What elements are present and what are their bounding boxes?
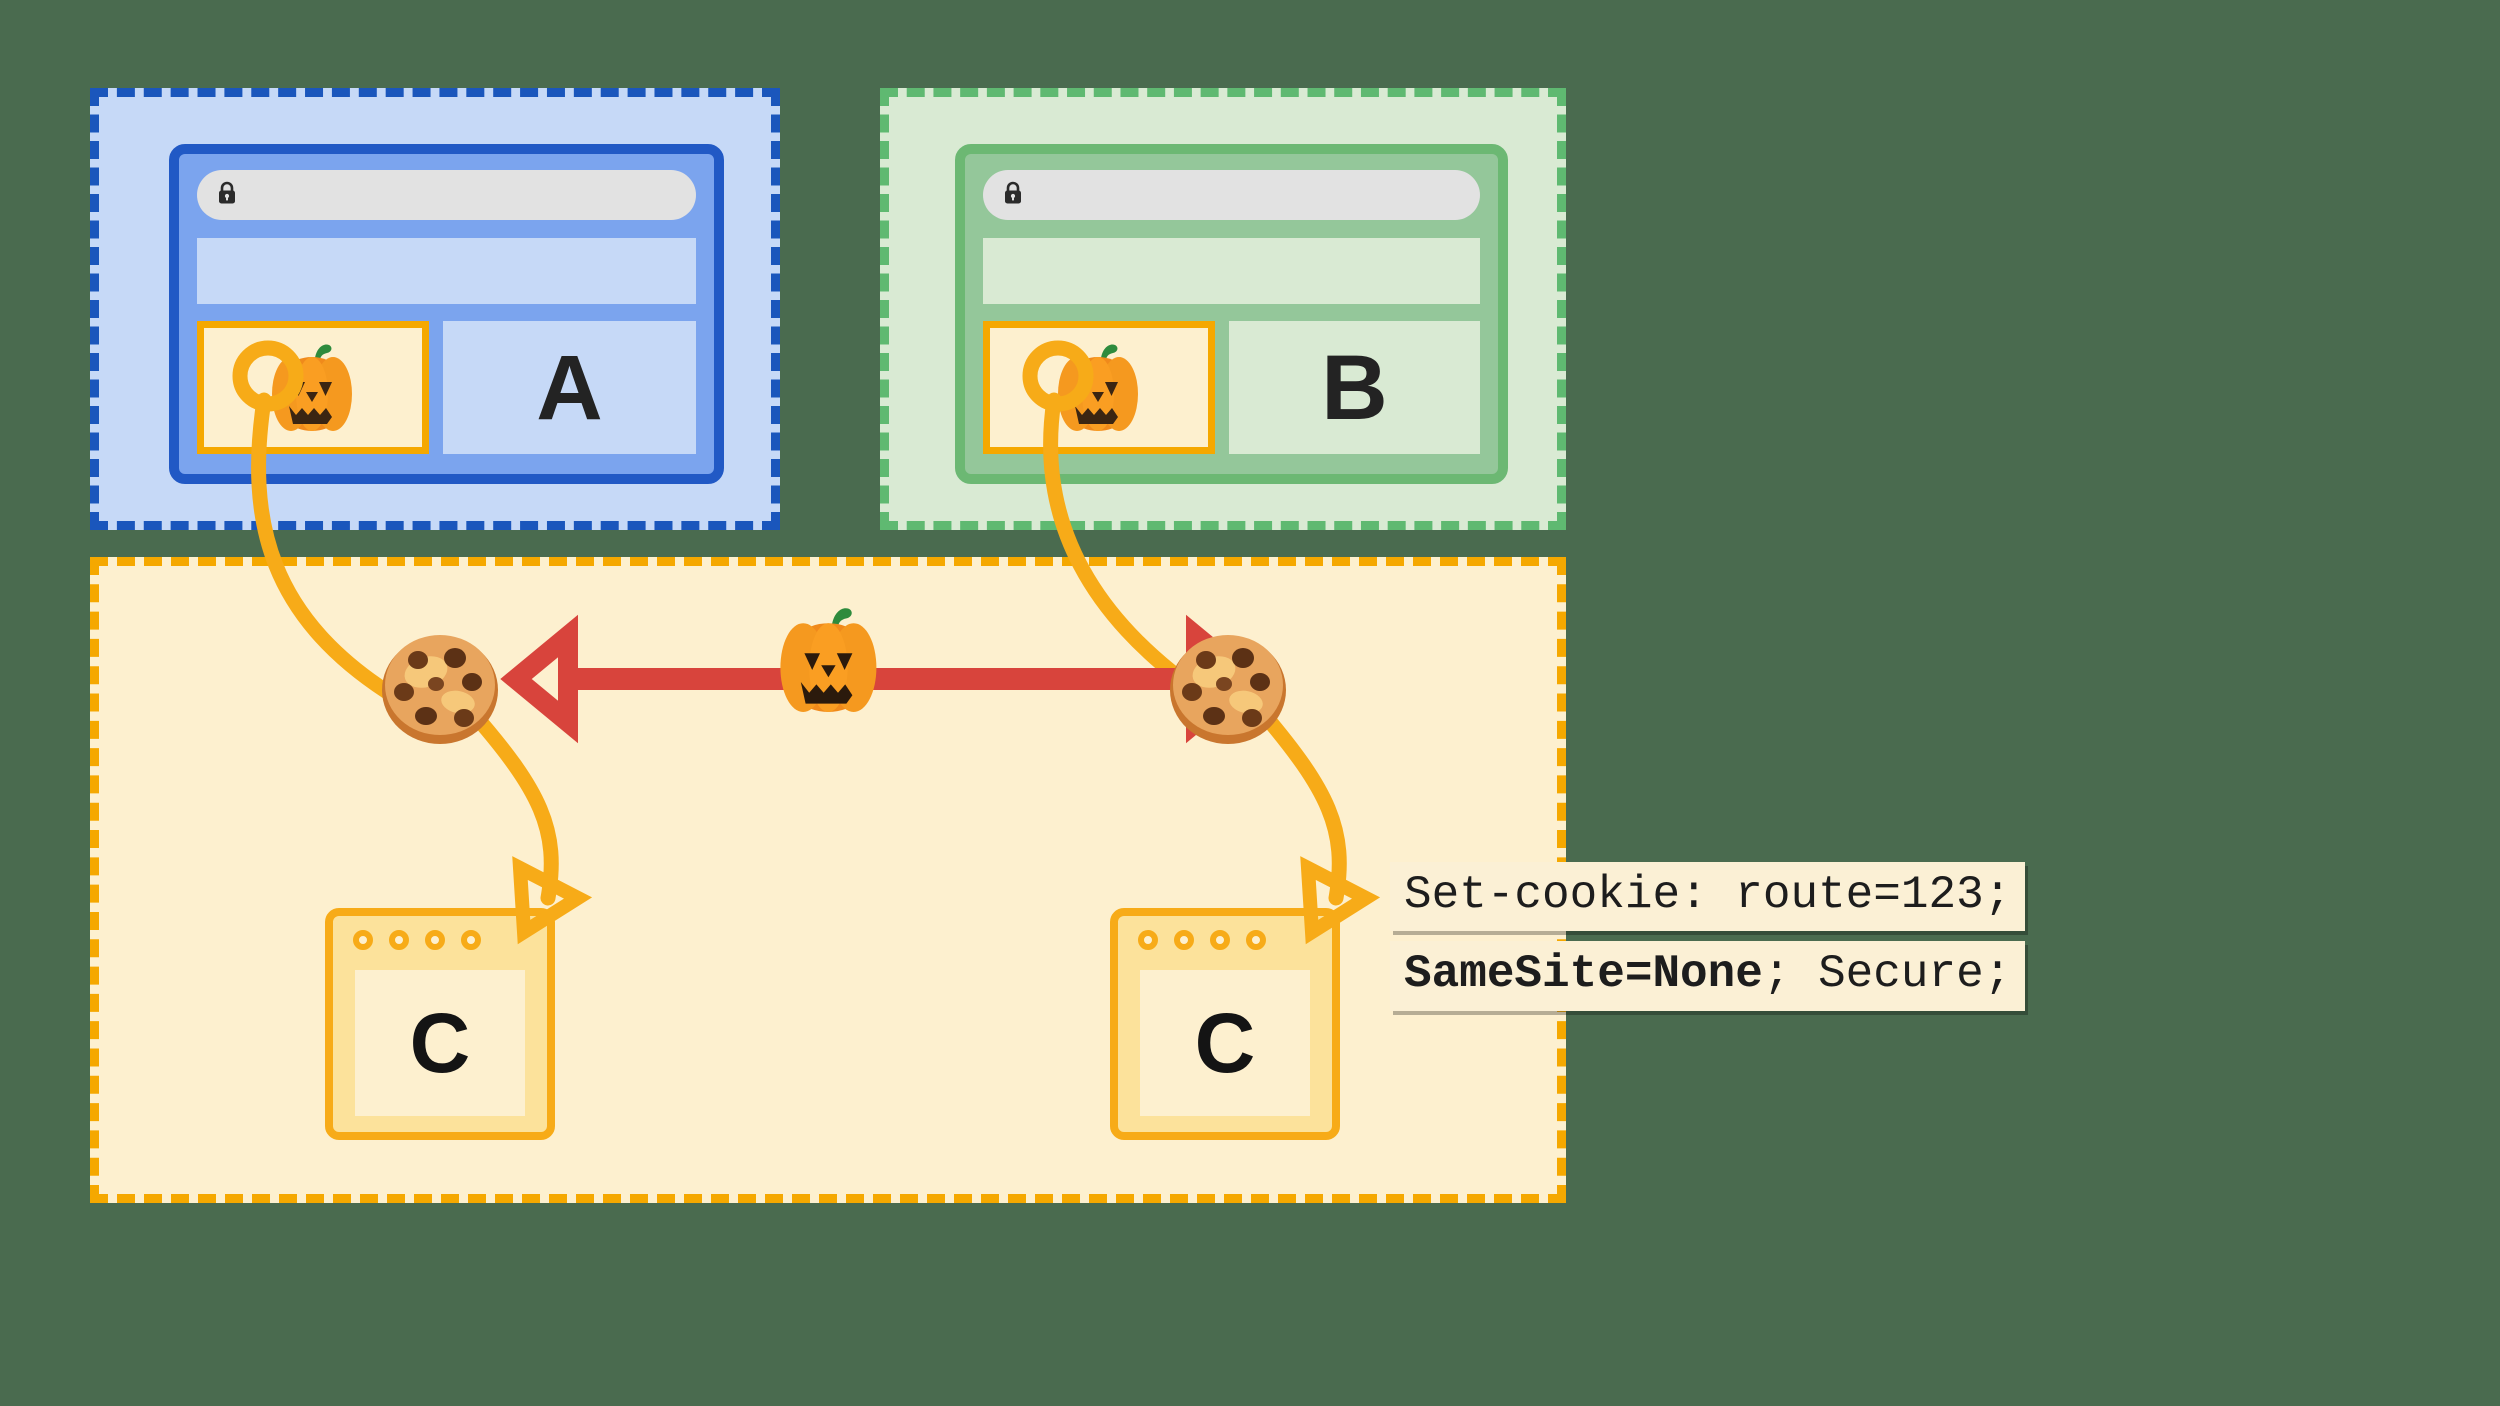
pumpkin-icon: [1058, 344, 1138, 431]
site-label-pane-b: B: [1229, 321, 1480, 454]
site-b-label: B: [1321, 336, 1388, 439]
server-dot: [1246, 930, 1266, 950]
server-dot: [389, 930, 409, 950]
lock-icon: [215, 180, 239, 211]
lock-icon: [1001, 180, 1025, 211]
callout-line-2: SameSite=None; Secure;: [1390, 941, 2026, 1011]
server-dot: [461, 930, 481, 950]
samesite-none-token: SameSite=None: [1404, 948, 1763, 1001]
server-screen: C: [1140, 970, 1310, 1116]
site-b-zone: B: [880, 88, 1566, 530]
page-content-strip-b: [983, 238, 1480, 304]
set-cookie-callout: Set-cookie: route=123; SameSite=None; Se…: [1390, 862, 2026, 1011]
server-c-label: C: [1194, 996, 1256, 1090]
site-a-label: A: [536, 336, 603, 439]
server-dot: [1138, 930, 1158, 950]
url-bar-b[interactable]: [983, 170, 1480, 220]
page-panes-a: A: [197, 321, 696, 454]
server-c-label: C: [409, 996, 471, 1090]
server-dots: [1138, 930, 1266, 950]
server-dot: [353, 930, 373, 950]
server-dot: [425, 930, 445, 950]
iframe-a: [197, 321, 429, 454]
page-content-strip-a: [197, 238, 696, 304]
callout-line-1: Set-cookie: route=123;: [1390, 862, 2026, 932]
server-dot: [1174, 930, 1194, 950]
browser-window-b: B: [955, 144, 1508, 484]
server-window-c-left: C: [325, 908, 555, 1140]
url-bar-a[interactable]: [197, 170, 696, 220]
site-c-zone: [90, 557, 1566, 1203]
server-dot: [1210, 930, 1230, 950]
server-screen: C: [355, 970, 525, 1116]
page-panes-b: B: [983, 321, 1480, 454]
pumpkin-icon: [272, 344, 352, 431]
server-dots: [353, 930, 481, 950]
iframe-b: [983, 321, 1215, 454]
site-a-zone: A: [90, 88, 780, 530]
server-window-c-right: C: [1110, 908, 1340, 1140]
callout-line-2-rest: ; Secure;: [1762, 948, 2012, 1001]
browser-window-a: A: [169, 144, 724, 484]
site-label-pane-a: A: [443, 321, 696, 454]
